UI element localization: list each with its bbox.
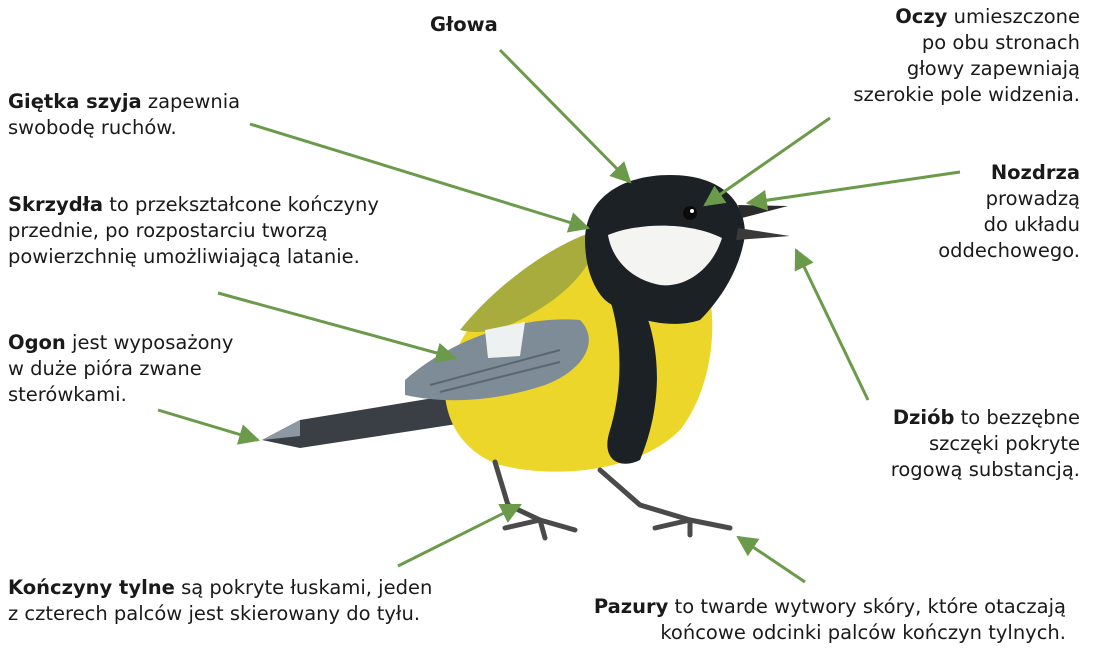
label-tail: Ogon jest wyposażony w duże pióra zwane … — [8, 330, 233, 408]
label-beak: Dziób to bezzębne szczęki pokryte rogową… — [891, 405, 1080, 483]
arrow-legs — [398, 505, 520, 566]
arrow-wings — [218, 293, 455, 358]
arrow-nostrils — [748, 172, 960, 203]
bird-beak — [738, 205, 788, 218]
bird-tail — [262, 392, 470, 448]
label-head: Głowa — [430, 12, 498, 38]
label-wings: Skrzydła to przekształcone kończyny prze… — [8, 192, 379, 270]
arrow-head — [500, 50, 630, 182]
label-claws: Pazury to twarde wytwory skóry, które ot… — [594, 594, 1066, 646]
bird-eye — [683, 206, 697, 220]
label-legs: Kończyny tylne są pokryte łuskami, jeden… — [8, 575, 432, 627]
label-eyes: Oczy umieszczone po obu stronach głowy z… — [853, 4, 1080, 108]
arrow-claws — [738, 537, 805, 582]
arrow-eyes — [705, 118, 830, 205]
label-neck: Giętka szyja zapewnia swobodę ruchów. — [8, 89, 240, 141]
arrow-beak — [796, 250, 868, 400]
arrow-tail — [158, 410, 258, 440]
bird-legs — [495, 462, 730, 538]
label-nostrils: Nozdrza prowadzą do układu oddechowego. — [938, 160, 1080, 264]
